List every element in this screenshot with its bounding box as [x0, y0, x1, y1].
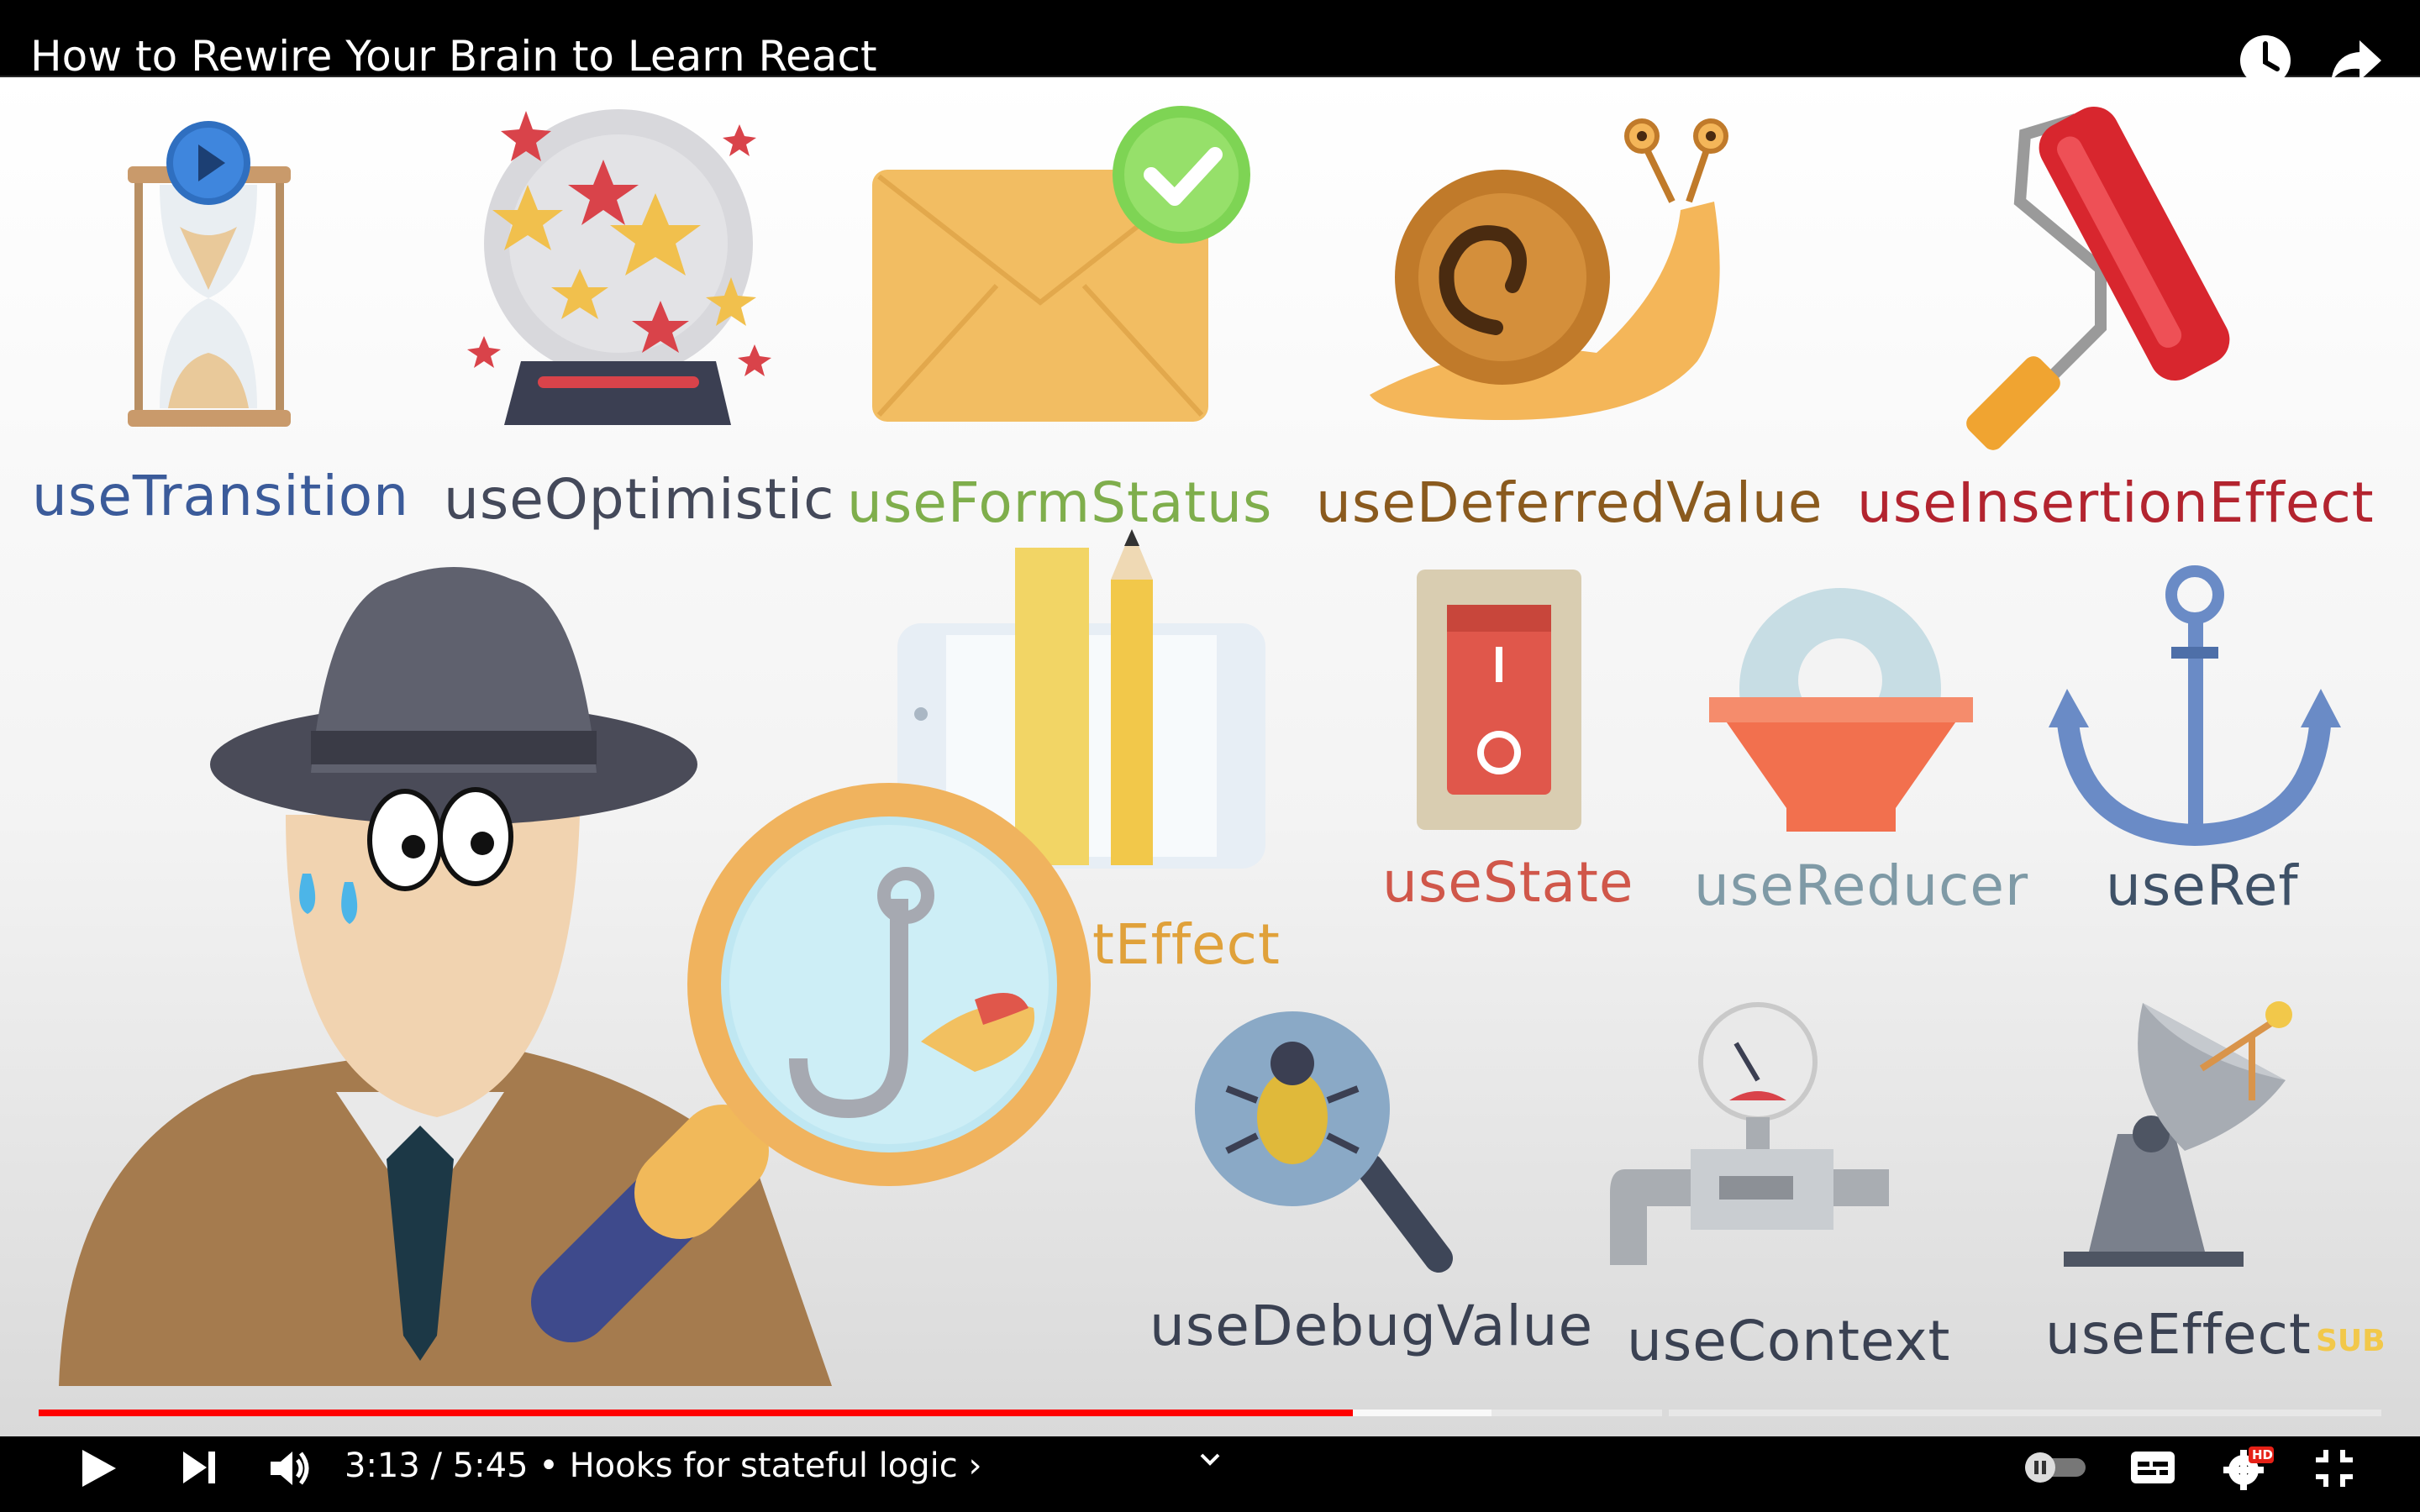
ruler-pencil-illustration	[897, 529, 1265, 869]
time-total: 5:45	[452, 1446, 529, 1485]
crystal-ball-illustration	[467, 109, 771, 425]
next-icon[interactable]	[178, 1446, 220, 1492]
chapter-title[interactable]: Hooks for stateful logic	[569, 1446, 958, 1485]
hook-label-use-debug-value: useDebugValue	[1150, 1294, 1594, 1358]
chevron-down-icon[interactable]	[1197, 1446, 1223, 1477]
volume-icon[interactable]	[266, 1445, 313, 1495]
anchor-illustration	[2049, 565, 2341, 847]
clock-icon[interactable]	[2235, 30, 2296, 91]
captions-icon[interactable]	[2129, 1446, 2176, 1492]
exit-fullscreen-icon[interactable]	[2312, 1446, 2356, 1494]
faucet-gauge-illustration	[1610, 1002, 1889, 1265]
envelope-illustration	[872, 106, 1250, 422]
hd-badge: HD	[2252, 1447, 2274, 1462]
share-icon[interactable]	[2326, 30, 2386, 91]
autoplay-toggle[interactable]	[2022, 1450, 2089, 1487]
video-frame[interactable]: useTransition useOptimistic useFormStatu…	[0, 76, 2420, 1436]
satellite-dish-illustration	[2064, 1001, 2292, 1267]
paint-roller-illustration	[1966, 106, 2230, 450]
control-bar	[0, 1436, 2420, 1512]
magnifying-glass-illustration	[531, 783, 1091, 1342]
bug-magnifier-illustration	[1195, 1011, 1453, 1273]
play-icon[interactable]	[74, 1445, 121, 1495]
chapter-arrow-icon[interactable]: ›	[968, 1446, 982, 1485]
title-bar	[0, 0, 2420, 77]
progress-bar[interactable]	[39, 1410, 2381, 1416]
hook-label-use-context: useContext	[1627, 1309, 1951, 1373]
hook-label-use-insertion-effect: useInsertionEffect	[1857, 470, 2375, 535]
sub-badge: SUB	[2316, 1324, 2386, 1358]
played-bar	[39, 1410, 1354, 1416]
snail-illustration	[1370, 118, 1728, 420]
detective-illustration	[59, 567, 832, 1386]
gear-icon[interactable]: HD	[2222, 1445, 2275, 1495]
time-chapter-display[interactable]: 3:13 / 5:45 • Hooks for stateful logic ›	[345, 1446, 981, 1485]
hook-label-use-form-status: useFormStatus	[847, 470, 1273, 535]
video-title[interactable]: How to Rewire Your Brain to Learn React	[30, 32, 877, 81]
hook-label-use-reducer: useReducer	[1694, 853, 2029, 918]
switch-illustration	[1417, 570, 1581, 830]
hook-label-use-ref: useRef	[2106, 853, 2299, 918]
chapter-bullet: •	[528, 1446, 570, 1485]
chapter-segment[interactable]	[1669, 1410, 2381, 1416]
hook-label-use-transition: useTransition	[32, 464, 409, 528]
hook-label-use-optimistic: useOptimistic	[444, 467, 835, 532]
time-current: 3:13	[345, 1446, 420, 1485]
hourglass-illustration	[128, 121, 291, 427]
hook-label-use-effect: useEffect	[2045, 1302, 2312, 1367]
hook-label-use-state: useState	[1382, 850, 1634, 915]
time-separator: /	[419, 1446, 453, 1485]
hook-label-partial-effect: tEffect	[1092, 912, 1281, 977]
hook-label-use-deferred-value: useDeferredValue	[1316, 470, 1823, 535]
funnel-gear-illustration	[1709, 588, 1973, 832]
